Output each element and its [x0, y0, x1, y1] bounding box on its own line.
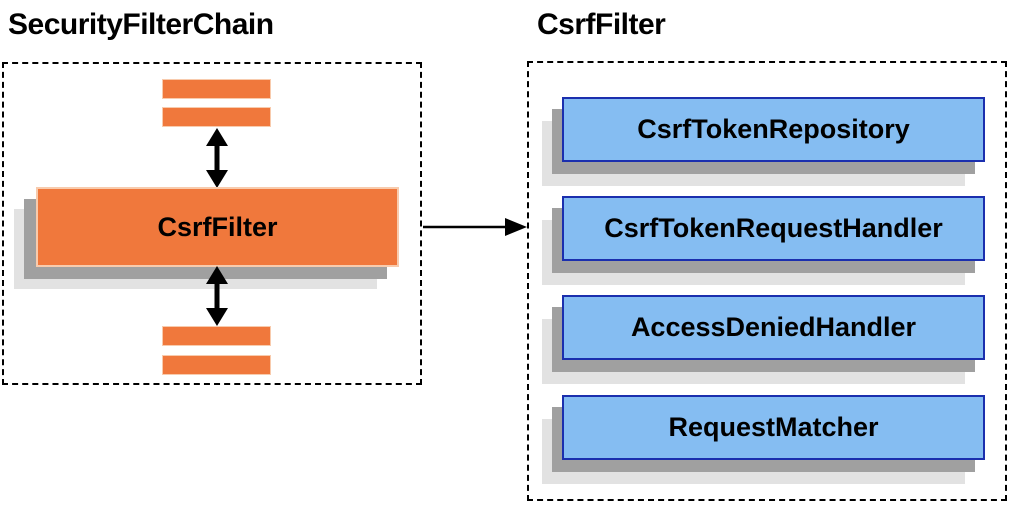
filter-placeholder-bar — [162, 79, 271, 99]
filter-placeholder-bar — [162, 107, 271, 127]
right-arrow-icon — [423, 215, 527, 239]
double-headed-arrow-icon — [201, 266, 233, 326]
component-label: CsrfTokenRequestHandler — [604, 213, 943, 243]
filter-placeholder-bar — [162, 355, 271, 375]
csrf-filter-container: CsrfTokenRepository CsrfTokenRequestHand… — [527, 61, 1007, 501]
component-label: RequestMatcher — [668, 412, 879, 442]
double-headed-arrow-icon — [201, 128, 233, 188]
security-filter-chain-title: SecurityFilterChain — [8, 8, 274, 41]
access-denied-handler-box: AccessDeniedHandler — [562, 295, 985, 360]
filter-placeholder-bar — [162, 326, 271, 346]
csrf-token-repository-box: CsrfTokenRepository — [562, 97, 985, 162]
component-label: AccessDeniedHandler — [630, 312, 917, 342]
security-filter-chain-container: CsrfFilter — [2, 62, 422, 385]
csrf-token-request-handler-box: CsrfTokenRequestHandler — [562, 196, 985, 261]
csrf-filter-box-label: CsrfFilter — [157, 211, 278, 242]
csrf-filter-title: CsrfFilter — [537, 8, 666, 41]
csrf-filter-box: CsrfFilter — [36, 187, 399, 267]
component-label: CsrfTokenRepository — [637, 114, 910, 144]
request-matcher-box: RequestMatcher — [562, 395, 985, 460]
